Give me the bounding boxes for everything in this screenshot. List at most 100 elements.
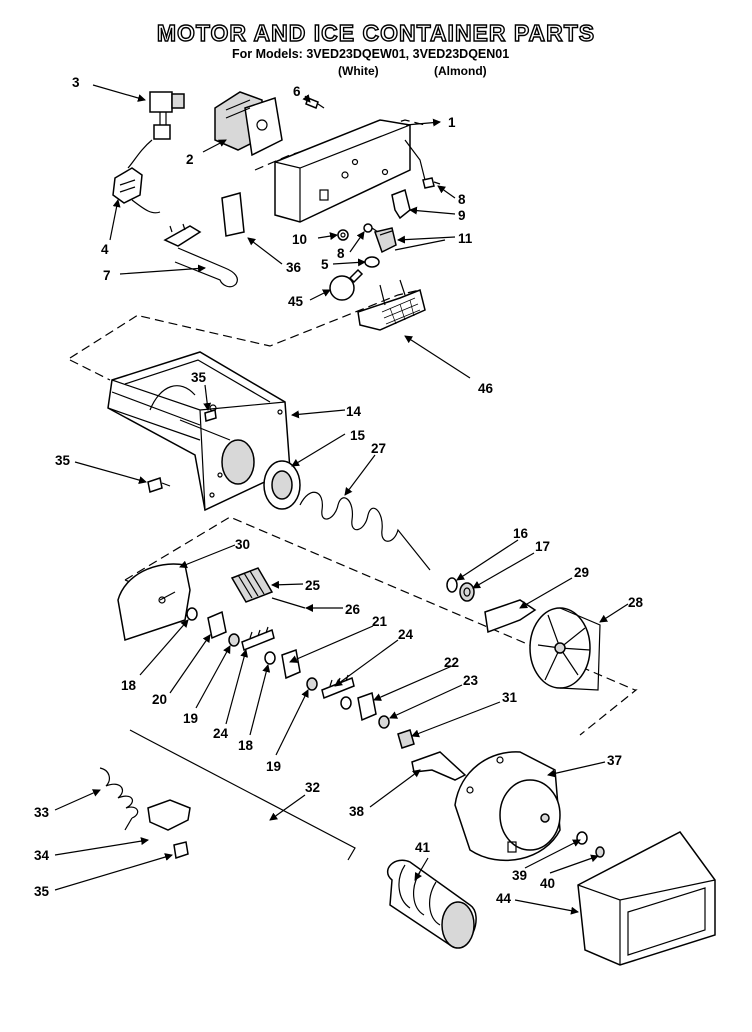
leader-24a [225,649,249,725]
callout-8-lower: 8 [337,246,345,261]
leader-11b [394,239,446,251]
leader-29 [519,577,573,609]
leader-19b [275,689,309,756]
callout-22: 22 [444,655,459,670]
callout-24-left: 24 [213,726,229,741]
part-22-cam [357,691,377,722]
boundary-line-middle [69,289,421,359]
callout-26: 26 [345,602,361,617]
leader-8-lower [349,231,365,253]
callout-2: 2 [186,152,194,167]
leader-8-upper [437,185,456,199]
part-2-motor [214,91,283,157]
leader-19a [195,645,231,709]
leader-38 [369,769,421,808]
part-18-bushing-mid [264,651,276,665]
callout-21: 21 [372,614,388,629]
part-23-washer [378,715,390,729]
leader-44 [514,899,579,915]
callout-25: 25 [305,578,321,593]
leader-2 [202,139,227,153]
part-8-screw-lower [363,223,379,233]
callout-19-right: 19 [266,759,281,774]
callout-9: 9 [458,208,466,223]
part-6-screw [305,97,325,109]
part-32-rod [129,729,356,861]
callout-3: 3 [72,75,80,90]
callout-35-inner: 35 [191,370,207,385]
leader-10 [317,232,338,241]
leader-37 [547,761,606,778]
callout-18-left: 18 [121,678,137,693]
callout-34: 34 [34,848,50,863]
part-44-cover [577,831,716,966]
leader-41 [414,857,429,881]
leader-23 [389,684,463,719]
leader-16 [456,539,519,581]
part-14-ice-container [107,351,291,512]
leader-18a [139,619,189,676]
part-24-blade-right [321,674,355,700]
part-38-bracket [411,751,467,781]
leader-30 [179,544,236,569]
part-39-washer [576,831,588,845]
leader-20 [169,634,211,694]
part-36-pad [221,192,245,237]
part-19-washer-right [340,696,352,710]
part-17-washer [459,582,475,602]
part-34-clip [147,799,191,831]
part-28-fan [529,607,601,691]
callout-31: 31 [502,690,518,705]
part-26-shaft [271,597,306,609]
part-41-duct [386,859,477,949]
callout-40: 40 [540,876,555,891]
color-almond-label: (Almond) [434,64,487,78]
leader-24b [334,639,399,687]
callout-18-mid: 18 [238,738,254,753]
leader-39 [524,839,581,869]
callout-35-outer: 35 [55,453,71,468]
callout-32: 32 [305,780,320,795]
leader-35-bottom [54,853,173,891]
callout-7: 7 [103,268,111,283]
part-46-cover [357,279,426,331]
part-33-spring [99,767,139,831]
leader-15 [291,433,346,467]
leader-1 [405,118,441,127]
callout-27: 27 [371,441,386,456]
leader-7 [119,264,206,275]
callout-45: 45 [288,294,304,309]
leader-35-inner [203,384,212,411]
part-37-motor [454,751,561,862]
part-24-blade-left [241,626,275,652]
part-27-auger [299,491,431,571]
leader-22 [373,665,453,701]
callout-8-upper: 8 [458,192,466,207]
part-4-bracket [112,167,161,214]
callout-30: 30 [235,537,250,552]
callout-36: 36 [286,260,302,275]
models-prefix: For Models: [232,47,303,61]
part-29-bracket [484,599,537,634]
part-35-screw-outer [147,477,171,493]
part-8-screw-upper [422,177,441,189]
leader-11a [397,235,456,244]
part-18-bushing-left [186,607,198,621]
leader-18b [249,664,271,736]
leader-4 [109,199,121,241]
callout-23: 23 [463,673,479,688]
callout-17: 17 [535,539,550,554]
callout-5: 5 [321,257,329,272]
callout-16: 16 [513,526,529,541]
part-31-coupling [397,729,415,749]
part-40-nut [595,846,605,858]
part-9-clip [391,188,411,220]
callout-1: 1 [448,115,456,130]
leader-9 [409,206,456,215]
callout-39: 39 [512,868,527,883]
part-19-washer-mid [306,677,318,691]
boundary-line-drive [124,516,638,736]
callout-20: 20 [152,692,167,707]
part-15-bearing [263,460,301,510]
callout-14: 14 [346,404,362,419]
